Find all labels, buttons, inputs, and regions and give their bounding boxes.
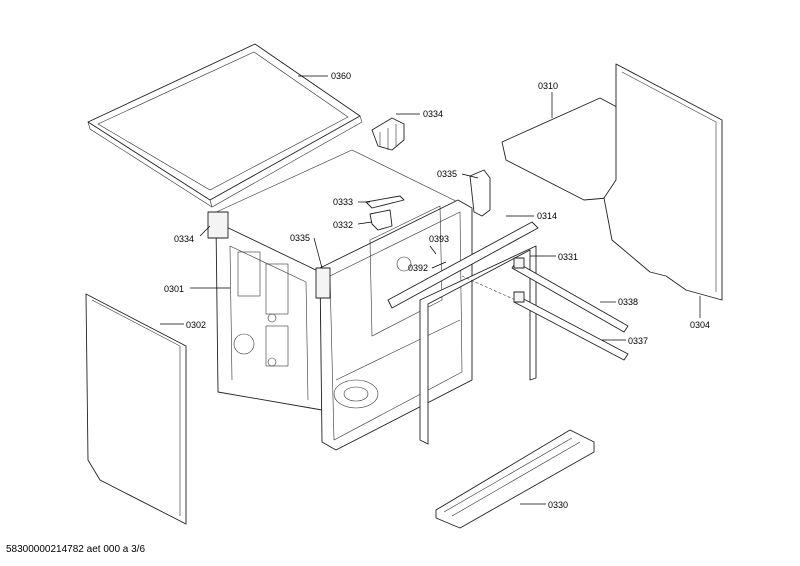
callout-0337: 0337 — [602, 336, 648, 346]
callout-0335-right: 0335 — [437, 169, 479, 179]
part-label-0393: 0393 — [429, 234, 449, 244]
tub-frame-part — [207, 149, 473, 451]
callout-0304: 0304 — [690, 296, 710, 330]
part-label-0301: 0301 — [164, 284, 184, 294]
callout-0301: 0301 — [164, 284, 230, 294]
part-label-0338: 0338 — [618, 297, 638, 307]
hinge-clip-part-top — [371, 117, 405, 151]
callout-0314: 0314 — [506, 211, 557, 221]
callout-0310: 0310 — [538, 81, 558, 118]
callout-0330: 0330 — [520, 500, 568, 510]
callout-0332: 0332 — [333, 220, 373, 230]
document-code: 58300000214782 aet 000 a 3/6 — [6, 544, 146, 555]
callout-0392: 0392 — [408, 261, 447, 273]
callout-0335-left: 0335 — [290, 233, 323, 269]
rail-profile-parts — [387, 221, 539, 445]
part-label-0392: 0392 — [408, 263, 428, 273]
part-label-0335-right: 0335 — [437, 169, 457, 179]
small-bracket-parts — [365, 195, 405, 231]
callout-0331: 0331 — [530, 252, 578, 262]
part-label-0337: 0337 — [628, 336, 648, 346]
callout-0334-top: 0334 — [396, 109, 443, 119]
callout-0334-left: 0334 — [174, 225, 211, 244]
callout-0393: 0393 — [429, 234, 449, 255]
part-label-0331: 0331 — [558, 252, 578, 262]
callout-0338: 0338 — [600, 297, 638, 307]
side-panel-part-left — [85, 293, 187, 525]
support-rail-parts — [511, 257, 629, 361]
part-label-0310: 0310 — [538, 81, 558, 91]
callout-0360: 0360 — [298, 71, 351, 81]
callout-0333: 0333 — [333, 197, 370, 207]
part-label-0314: 0314 — [537, 211, 557, 221]
side-panel-part-right — [603, 63, 723, 301]
part-label-0360: 0360 — [331, 71, 351, 81]
part-label-0304: 0304 — [690, 320, 710, 330]
callout-0302: 0302 — [160, 320, 206, 330]
part-label-0335-left: 0335 — [290, 233, 310, 243]
base-cover-part — [435, 429, 595, 529]
side-bracket-part-right — [469, 169, 491, 217]
top-cover-part — [87, 43, 363, 208]
part-label-0333: 0333 — [333, 197, 353, 207]
part-label-0334-left: 0334 — [174, 234, 194, 244]
part-label-0334-top: 0334 — [423, 109, 443, 119]
part-label-0330: 0330 — [548, 500, 568, 510]
part-label-0332: 0332 — [333, 220, 353, 230]
part-label-0302: 0302 — [186, 320, 206, 330]
